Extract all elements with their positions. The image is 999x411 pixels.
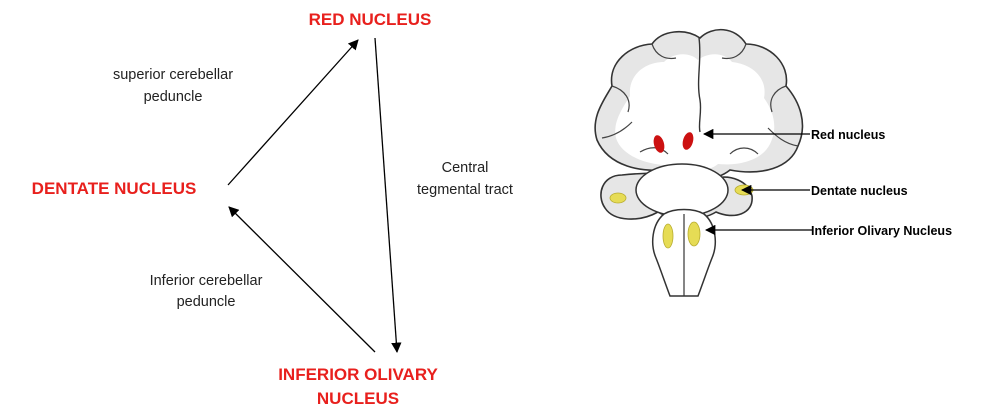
label-red-nucleus: Red nucleus (811, 128, 885, 142)
node-red-nucleus: RED NUCLEUS (309, 10, 432, 29)
white-matter (615, 54, 774, 170)
olive-right (688, 222, 700, 246)
edge-label-superior-line1: superior cerebellar (113, 67, 233, 83)
label-dentate-nucleus: Dentate nucleus (811, 184, 908, 198)
edge-label-central-line1: Central (442, 160, 489, 176)
edge-label-inferior-line2: peduncle (177, 294, 236, 310)
arrow-red-to-olivary (375, 38, 397, 352)
olive-left (663, 224, 673, 248)
edge-label-inferior-line1: Inferior cerebellar (150, 273, 263, 289)
dentate-nucleus-left (610, 193, 626, 203)
brain-illustration (595, 30, 802, 296)
node-inferior-olivary-line2: NUCLEUS (317, 389, 399, 408)
arrow-dentate-to-red (228, 40, 358, 185)
pons (636, 164, 728, 216)
edge-label-superior-line2: peduncle (144, 89, 203, 105)
node-inferior-olivary-line1: INFERIOR OLIVARY (278, 365, 438, 384)
node-dentate-nucleus: DENTATE NUCLEUS (32, 179, 197, 198)
label-inferior-olivary-nucleus: Inferior Olivary Nucleus (811, 224, 952, 238)
edge-label-central-line2: tegmental tract (417, 182, 513, 198)
